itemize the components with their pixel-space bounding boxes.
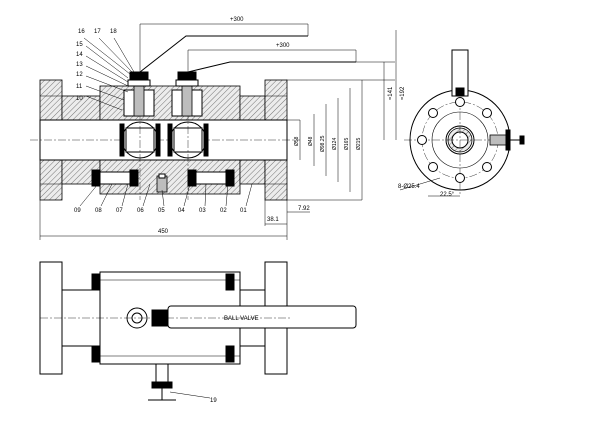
- dim-lines-handles: [139, 23, 357, 70]
- label-17: 17: [94, 29, 101, 35]
- label-04: 04: [178, 208, 185, 214]
- dim-flange-38-1: 38.1: [267, 217, 279, 223]
- label-06: 06: [137, 208, 144, 214]
- label-02: 02: [220, 208, 227, 214]
- label-12: 12: [76, 72, 83, 78]
- section-view: [30, 35, 356, 201]
- dim-lines-vertical: [286, 30, 397, 201]
- dim-handle-lower: +300: [276, 43, 290, 49]
- label-19: 19: [210, 398, 217, 404]
- dim-angle: 22.5°: [440, 192, 455, 198]
- dim-height-192: ≈192: [400, 86, 406, 100]
- label-09: 09: [74, 208, 81, 214]
- label-11: 11: [76, 84, 83, 90]
- dim-dia-58: Ø58: [294, 136, 300, 146]
- end-view-dims: [399, 177, 460, 197]
- leaders-top: [83, 37, 135, 111]
- dim-dia-165: Ø165: [344, 138, 350, 150]
- label-03a: 03: [199, 208, 206, 214]
- label-15: 15: [76, 42, 83, 48]
- label-13: 13: [76, 62, 83, 68]
- dim-flange-7-92: 7.92: [298, 206, 310, 212]
- label-16: 16: [78, 29, 85, 35]
- dim-dia-124: Ø124: [332, 138, 338, 150]
- plan-view: [39, 261, 357, 401]
- label-05: 05: [158, 208, 165, 214]
- dim-lines-length: [39, 200, 310, 240]
- label-07: 07: [116, 208, 123, 214]
- dim-dia-215: Ø215: [356, 138, 362, 150]
- dim-dia-98-25: Ø98.25: [320, 135, 326, 152]
- leaders-bottom: [79, 183, 253, 207]
- label-14: 14: [76, 52, 83, 58]
- dim-dia-48: Ø48: [308, 136, 314, 146]
- dim-bolt-holes: 8-Ø25.4: [398, 184, 420, 190]
- label-08: 08: [95, 208, 102, 214]
- label-18: 18: [110, 29, 117, 35]
- label-01: 01: [240, 208, 247, 214]
- dim-height-141: ≈141: [388, 86, 394, 100]
- dim-handle-upper: +300: [230, 17, 244, 23]
- dim-overall-length: 450: [158, 229, 169, 235]
- plate-text: BALL VALVE: [224, 316, 259, 322]
- end-view: [404, 49, 525, 196]
- label-10: 10: [76, 96, 83, 102]
